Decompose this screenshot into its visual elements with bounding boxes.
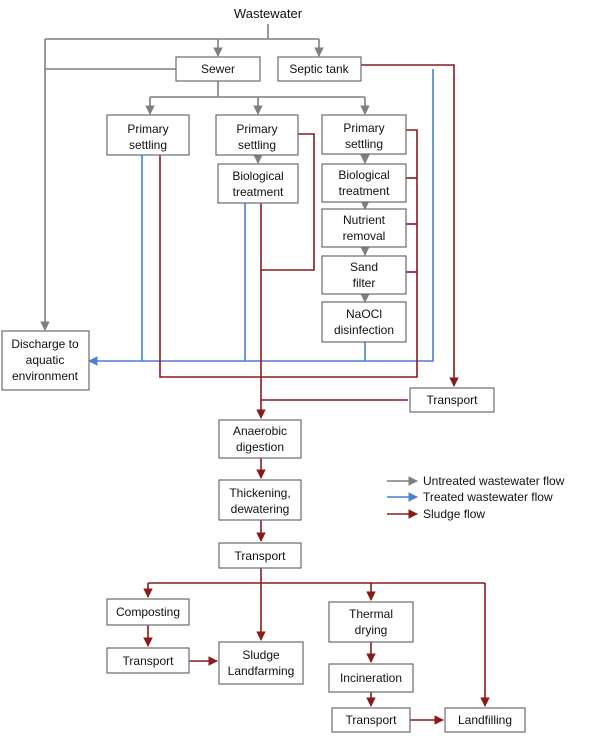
node-nutrient-removal: Nutrient removal bbox=[321, 208, 407, 248]
node-transport-compost: Transport bbox=[106, 647, 190, 674]
node-septic-tank-label: Septic tank bbox=[289, 62, 349, 76]
node-primary-settling-2-line-1: Primary bbox=[236, 122, 277, 136]
node-discharge: Discharge to aquatic environment bbox=[1, 330, 90, 391]
node-composting: Composting bbox=[106, 598, 190, 626]
node-primary-settling-2: Primary settling bbox=[215, 114, 299, 156]
node-landfilling-label: Landfilling bbox=[458, 713, 512, 727]
node-primary-settling-1: Primary settling bbox=[106, 114, 190, 156]
node-transport-main-label: Transport bbox=[235, 549, 287, 563]
node-sludge-landfarming-line-1: Sludge bbox=[242, 648, 280, 662]
edge-sludge-loop-primary bbox=[159, 129, 418, 378]
node-sludge-landfarming-line-2: Landfarming bbox=[228, 664, 295, 678]
node-discharge-line-2: aquatic bbox=[26, 353, 65, 367]
legend: Untreated wastewater flow Treated wastew… bbox=[387, 474, 565, 521]
edge-sludge-septic-to-transport bbox=[361, 64, 459, 387]
node-transport-incineration-label: Transport bbox=[346, 713, 398, 727]
node-sand-filter: Sand filter bbox=[321, 255, 407, 295]
node-thermal-drying-line-2: drying bbox=[355, 623, 388, 637]
node-anaerobic-digestion-line-2: digestion bbox=[236, 440, 284, 454]
edge-treated-septic-to-discharge bbox=[88, 69, 434, 366]
node-primary-settling-3-line-2: settling bbox=[345, 137, 383, 151]
node-biological-treatment-2-line-2: treatment bbox=[233, 185, 284, 199]
node-thickening-line-2: dewatering bbox=[231, 502, 290, 516]
node-primary-settling-1-line-1: Primary bbox=[127, 122, 168, 136]
node-primary-settling-3-line-1: Primary bbox=[343, 121, 384, 135]
node-biological-treatment-2-line-1: Biological bbox=[232, 169, 283, 183]
node-thickening-dewatering: Thickening, dewatering bbox=[218, 479, 302, 521]
legend-treated-label: Treated wastewater flow bbox=[423, 490, 553, 504]
node-naocl-disinfection: NaOCl disinfection bbox=[321, 301, 407, 343]
node-primary-settling-2-line-2: settling bbox=[238, 138, 276, 152]
node-incineration-label: Incineration bbox=[340, 671, 402, 685]
node-sand-filter-line-1: Sand bbox=[350, 260, 378, 274]
node-primary-settling-1-line-2: settling bbox=[129, 138, 167, 152]
node-anaerobic-digestion-line-1: Anaerobic bbox=[233, 424, 287, 438]
node-discharge-line-3: environment bbox=[12, 369, 79, 383]
node-biological-treatment-3-line-2: treatment bbox=[339, 184, 390, 198]
node-sludge-landfarming: Sludge Landfarming bbox=[218, 641, 304, 685]
node-transport-septic-label: Transport bbox=[427, 393, 479, 407]
node-transport-main: Transport bbox=[218, 542, 302, 569]
node-biological-treatment-3: Biological treatment bbox=[321, 163, 407, 203]
node-biological-treatment-2: Biological treatment bbox=[217, 163, 299, 204]
node-nutrient-removal-line-2: removal bbox=[343, 229, 386, 243]
node-transport-incineration: Transport bbox=[331, 707, 411, 733]
node-transport-septic: Transport bbox=[409, 387, 495, 413]
node-sewer: Sewer bbox=[175, 56, 261, 82]
node-transport-compost-label: Transport bbox=[123, 654, 175, 668]
diagram-title: Wastewater bbox=[234, 6, 303, 21]
node-thermal-drying: Thermal drying bbox=[328, 601, 414, 643]
sludge-flow-edges bbox=[143, 64, 490, 725]
node-naocl-disinfection-line-2: disinfection bbox=[334, 323, 394, 337]
node-thermal-drying-line-1: Thermal bbox=[349, 607, 393, 621]
node-discharge-line-1: Discharge to bbox=[11, 337, 79, 351]
legend-untreated-label: Untreated wastewater flow bbox=[423, 474, 565, 488]
edge-sludge-primary-2 bbox=[261, 133, 315, 271]
node-naocl-disinfection-line-1: NaOCl bbox=[346, 307, 382, 321]
node-landfilling: Landfilling bbox=[444, 707, 526, 733]
node-primary-settling-3: Primary settling bbox=[321, 114, 407, 155]
node-biological-treatment-3-line-1: Biological bbox=[338, 168, 389, 182]
legend-sludge-label: Sludge flow bbox=[423, 507, 485, 521]
node-incineration: Incineration bbox=[328, 663, 414, 693]
node-composting-label: Composting bbox=[116, 605, 180, 619]
node-septic-tank: Septic tank bbox=[277, 56, 362, 82]
node-nutrient-removal-line-1: Nutrient bbox=[343, 213, 386, 227]
node-sand-filter-line-2: filter bbox=[353, 276, 376, 290]
node-anaerobic-digestion: Anaerobic digestion bbox=[218, 419, 302, 459]
node-thickening-line-1: Thickening, bbox=[229, 486, 290, 500]
treated-flow-edges bbox=[88, 69, 434, 366]
node-sewer-label: Sewer bbox=[201, 62, 235, 76]
